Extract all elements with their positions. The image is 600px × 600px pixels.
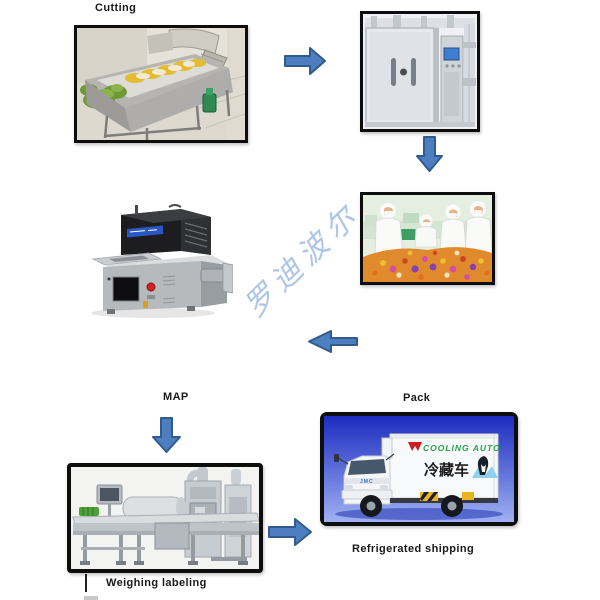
washing-machine-illustration bbox=[77, 28, 245, 140]
weighing-labeling-label: Weighing labeling bbox=[106, 577, 207, 589]
watermark-text: 罗迪波尔 bbox=[237, 196, 369, 325]
arrow-cutting-to-vacuum bbox=[284, 47, 326, 75]
bottom-edge-chip bbox=[84, 596, 98, 600]
weighing-machine-image bbox=[67, 463, 263, 573]
arrow-weighing-to-truck bbox=[268, 518, 312, 546]
arrow-vacuum-to-sorting bbox=[416, 136, 443, 172]
map-machine-image bbox=[91, 204, 233, 318]
sorting-workers-image bbox=[360, 192, 495, 285]
cutting-machine-image bbox=[74, 25, 248, 143]
refrigerated-truck-illustration: COOLING AUTO 冷藏车 JMC bbox=[324, 416, 514, 522]
vacuum-machine-image bbox=[360, 11, 480, 132]
sorting-workers-illustration bbox=[363, 195, 492, 282]
truck-cooling-text: COOLING AUTO bbox=[423, 443, 501, 453]
text-cursor-bar bbox=[85, 574, 87, 592]
truck-brand-text: JMC bbox=[360, 479, 374, 485]
map-label: MAP bbox=[163, 391, 189, 403]
refrigerated-shipping-label: Refrigerated shipping bbox=[352, 543, 475, 555]
refrigerated-truck-image: COOLING AUTO 冷藏车 JMC bbox=[320, 412, 518, 526]
arrow-map-to-weighing bbox=[152, 417, 181, 453]
truck-chinese-text: 冷藏车 bbox=[424, 461, 469, 479]
vacuum-machine-illustration bbox=[363, 14, 477, 129]
weighing-machine-illustration bbox=[71, 467, 259, 569]
pack-label: Pack bbox=[403, 392, 431, 404]
cutting-label: Cutting bbox=[95, 2, 137, 14]
arrow-sorting-to-map bbox=[308, 330, 358, 353]
